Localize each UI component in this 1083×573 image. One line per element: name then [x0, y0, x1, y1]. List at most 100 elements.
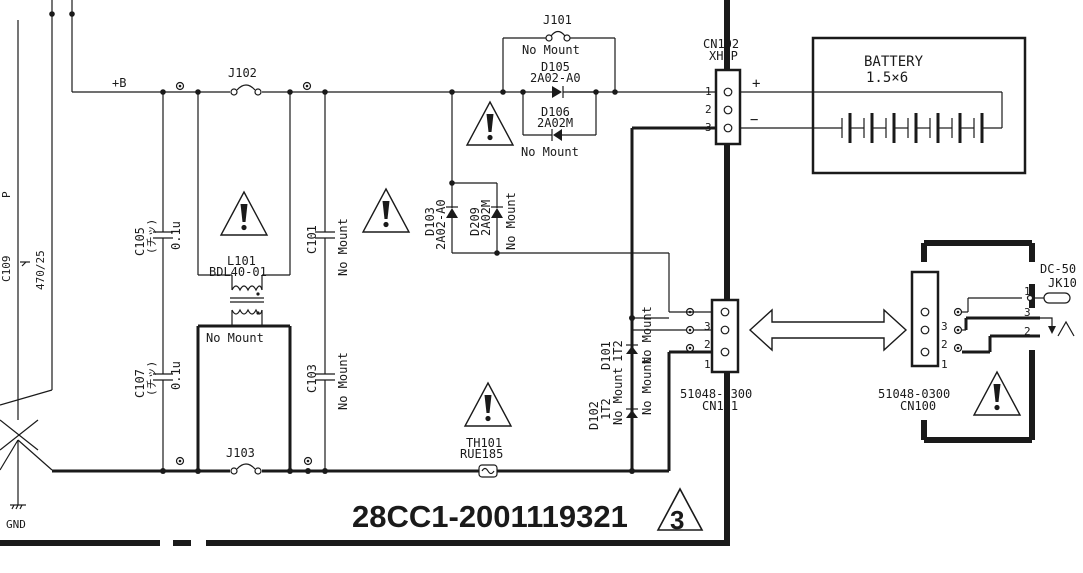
c103-label: C103	[305, 364, 319, 393]
d102-note: No Mount	[611, 367, 625, 425]
j101-label: J101	[543, 13, 572, 27]
jack-name: DC-50	[1040, 262, 1076, 276]
test-point-icon	[953, 325, 963, 335]
battery-box: BATTERY 1.5×6	[811, 36, 1027, 175]
cable-link-arrow-icon	[748, 308, 908, 352]
l101-value: BDL40-01	[209, 265, 267, 279]
board-frame	[0, 0, 1035, 546]
cn100-pin-2: 2	[941, 338, 948, 351]
jack-pin-3: 3	[1024, 306, 1031, 319]
c105-value: 0.1u	[169, 221, 183, 250]
battery-spec: 1.5×6	[866, 70, 908, 86]
j103-jumper: J103	[226, 446, 262, 475]
d102-diode: D102 1T2 No Mount No Mount	[587, 357, 654, 430]
d105-label: D105	[541, 60, 570, 74]
revision-number: 3	[670, 505, 684, 535]
cn102-label: CN102	[703, 37, 739, 51]
cn100-type: 51048-0300	[878, 387, 950, 401]
d101-diode: D101 1T2 No Mount	[599, 306, 654, 370]
jack-pin-2: 2	[1024, 325, 1031, 338]
c105-label: C105	[133, 227, 147, 256]
j102-jumper: J102	[228, 66, 262, 96]
d103-diode: D103 2A02-A0	[423, 92, 497, 253]
cn100-pin-3: 3	[941, 320, 948, 333]
cn100-label: CN100	[900, 399, 936, 413]
partial-p-label: P	[0, 191, 13, 198]
caution-triangle-icon	[362, 188, 410, 233]
d105-value: 2A02-A0	[530, 71, 581, 85]
caution-triangle-icon	[464, 382, 512, 427]
d106-value: 2A02M	[537, 116, 573, 130]
cn100-connector: 3 2 1 51048-0300 CN100	[878, 270, 1040, 413]
jack-ref: JK10	[1048, 276, 1077, 290]
l101-note: No Mount	[206, 331, 264, 345]
d101-value: 1T2	[611, 340, 625, 362]
cn102-type: XH3P	[709, 49, 738, 63]
gnd-label: GND	[6, 518, 26, 531]
c109-value-label: 470/25	[34, 250, 47, 290]
d106-note: No Mount	[521, 145, 579, 159]
j103-label: J103	[226, 446, 255, 460]
j101-jumper: J101 No Mount	[502, 13, 616, 92]
cn102-pin-1: 1	[705, 85, 712, 98]
test-point-icon	[685, 343, 695, 353]
cn101-pin-1: 1	[704, 358, 711, 371]
cn102-plus-label: +	[752, 76, 760, 92]
cn102-minus-label: −	[750, 112, 758, 128]
cn101-connector: 3 2 1 51048-0300 CN101	[669, 298, 752, 413]
battery-cells-icon	[841, 113, 1002, 143]
cn100-pin-1: 1	[941, 358, 948, 371]
c107-capacitor: C107 (チッ) 0.1u	[133, 361, 183, 471]
caution-triangle-icon	[466, 101, 514, 146]
cn102-pin-3: 3	[705, 121, 712, 134]
cn101-pin-3: 3	[704, 320, 711, 333]
c103-note: No Mount	[336, 352, 350, 410]
d101-note-lower: No Mount	[640, 357, 654, 415]
caution-triangle-icon	[973, 371, 1021, 416]
cn101-type: 51048-0300	[680, 387, 752, 401]
board-id-block: 28CC1-2001119321 3	[352, 487, 704, 535]
board-id: 28CC1-2001119321	[352, 499, 628, 534]
d209-value: 2A02M	[479, 200, 493, 236]
d106-label: D106	[541, 105, 570, 119]
test-point-icon	[685, 325, 695, 335]
test-point-icon	[175, 456, 185, 466]
l101-inductor: L101 BDL40-01	[197, 92, 291, 315]
d106-diode: D106 2A02M No Mount	[521, 92, 597, 159]
plus-b-rail: +B	[72, 76, 716, 95]
cn101-label: CN101	[702, 399, 738, 413]
c107-label: C107	[133, 369, 147, 398]
test-point-icon	[953, 307, 963, 317]
jack-pin-1: 1	[1024, 285, 1031, 298]
j102-label: J102	[228, 66, 257, 80]
th101-value: RUE185	[460, 447, 503, 461]
plus-b-label: +B	[112, 76, 126, 90]
c101-capacitor: C101 No Mount	[305, 92, 350, 374]
test-point-icon	[175, 81, 185, 91]
c109-label: C109	[0, 256, 13, 283]
l101-label: L101	[227, 254, 256, 268]
cn102-pin-2: 2	[705, 103, 712, 116]
battery-title: BATTERY	[864, 54, 924, 70]
c107-value: 0.1u	[169, 361, 183, 390]
d105-diode: D105 2A02-A0	[530, 60, 596, 98]
c107-sub: (チッ)	[145, 361, 158, 396]
d103-value: 2A02-A0	[434, 199, 448, 250]
d209-label: D209	[468, 207, 482, 236]
d103-label: D103	[423, 207, 437, 236]
d101-note: No Mount	[640, 306, 654, 364]
test-point-icon	[953, 343, 963, 353]
c105-capacitor: C105 (チッ) 0.1u	[133, 92, 183, 374]
left-partial-circuit: GND P C109 470/25	[0, 0, 75, 531]
c103-capacitor: C103 No Mount	[305, 352, 350, 471]
d209-note: No Mount	[504, 192, 518, 250]
dc-jack: DC-50 JK10 1 3 2	[1024, 262, 1077, 338]
th101-thermistor: TH101 RUE185	[460, 436, 503, 478]
th101-label: TH101	[466, 436, 502, 450]
c101-note: No Mount	[336, 218, 350, 276]
cn101-pin-2: 2	[704, 338, 711, 351]
c101-label: C101	[305, 225, 319, 254]
caution-triangle-icon	[220, 191, 268, 236]
d102-value: 1T2	[599, 398, 613, 420]
